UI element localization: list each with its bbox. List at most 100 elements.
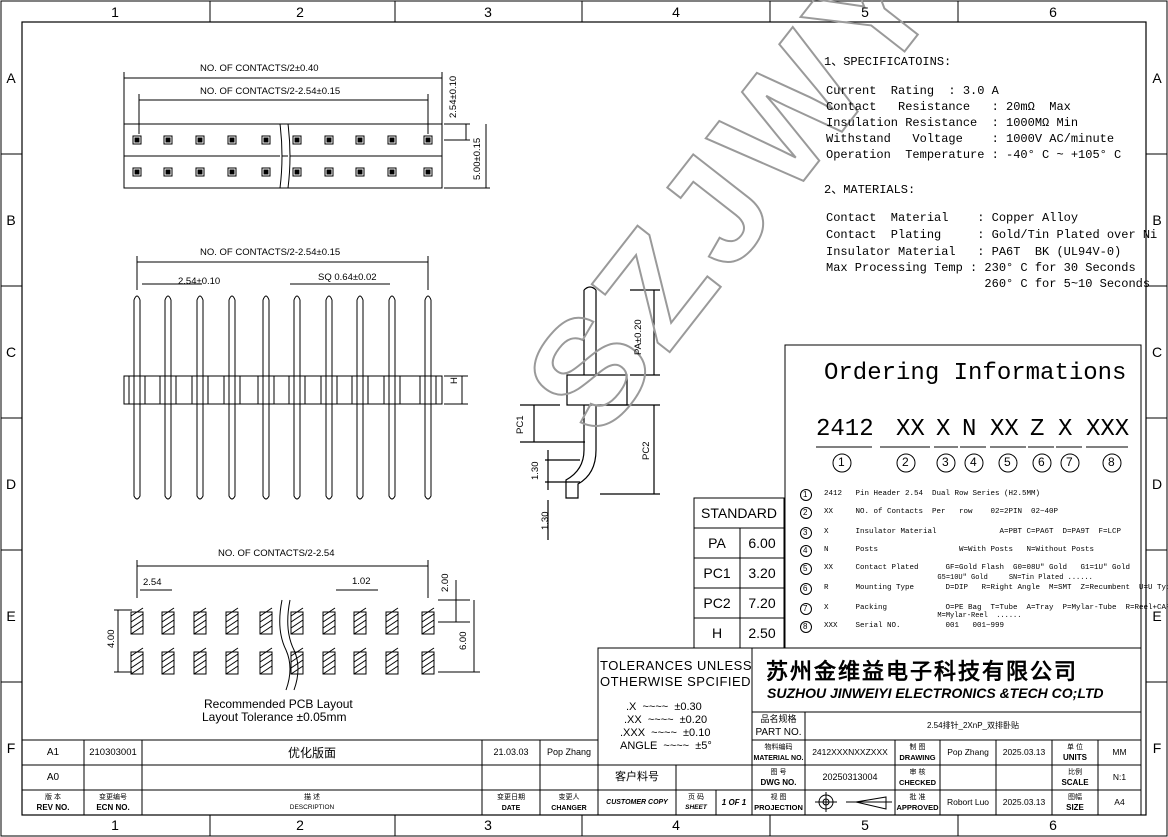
zone-col-top-6: 6 (1049, 4, 1057, 20)
pad-hatch (421, 625, 435, 635)
pcb-pad (161, 607, 175, 635)
rev-row-a1-ecn: 210303001 (89, 746, 137, 758)
zone-col-top-1: 1 (111, 4, 119, 20)
zone-row-left-c: C (5, 344, 17, 360)
pad-hatch (193, 659, 207, 669)
pad-hatch (161, 619, 175, 629)
top-pin (324, 135, 334, 145)
part-value: 2.54排针_2XnP_双排卧贴 (926, 721, 1020, 730)
dim-pcb-400: 4.00 (106, 629, 117, 649)
title-block-lines (597, 647, 1142, 816)
code-circle (896, 453, 916, 473)
pad-hatch (259, 625, 273, 635)
pad-hatch (385, 665, 399, 675)
pad-hatch (322, 659, 336, 669)
top-pin (261, 167, 271, 177)
front-pin (133, 295, 141, 500)
dim-contacts-top: NO. OF CONTACTS/2±0.40 (200, 63, 319, 74)
zone-col-top-3: 3 (484, 4, 492, 20)
zone-row-left-a: A (6, 70, 16, 86)
code-circle-number: 2 (902, 455, 909, 469)
top-pin-core (389, 169, 395, 175)
pad-hatch (353, 607, 367, 617)
order-code-part: X (936, 416, 951, 443)
rev-row-a1-desc: 优化版面 (287, 745, 336, 760)
legend-line: N Posts W=With Posts N=Without Posts (824, 546, 1095, 554)
legend-circle-number: 2 (803, 508, 808, 517)
standard-name: H (711, 625, 723, 641)
zone-row-right-a: A (1152, 70, 1162, 86)
pad-hatch (130, 647, 144, 657)
pcb-pad (259, 647, 273, 675)
pcb-caption-1: Recommended PCB Layout (204, 697, 353, 711)
pad-hatch (161, 613, 175, 623)
top-pin (387, 167, 397, 177)
break-mark (279, 123, 283, 189)
scale-label-en: SCALE (1061, 778, 1089, 787)
tolerances-title-2: OTHERWISE SPCIFIED (600, 674, 752, 689)
dim-pitch: 2.54±0.10 (178, 276, 221, 287)
zone-row-right-e: E (1152, 608, 1162, 624)
spec-line: Insulation Resistance : 1000MΩ Min (826, 116, 1079, 130)
top-pin-core (229, 169, 235, 175)
dim-pcb-600: 6.00 (458, 631, 469, 651)
zone-row-left-f: F (6, 740, 16, 756)
drawing-label-en: DRAWING (899, 753, 936, 763)
pcb-pad (193, 647, 207, 675)
zone-row-right-f: F (1152, 740, 1162, 756)
tolerances-title-1: TOLERANCES UNLESS (600, 658, 753, 673)
front-pin (293, 295, 301, 500)
top-pin-core (389, 137, 395, 143)
legend-circle (800, 583, 812, 595)
pad-hatch (322, 607, 336, 617)
pcb-pad (161, 647, 175, 675)
top-pin-core (425, 137, 431, 143)
pcb-pad (225, 647, 239, 675)
top-pin (423, 167, 433, 177)
dim-pa: PA±0.20 (633, 319, 644, 355)
zone-col-bottom-2: 2 (296, 817, 304, 833)
zone-col-top-5: 5 (861, 4, 869, 20)
pcb-pad (225, 607, 239, 635)
pad-hatch (322, 653, 336, 663)
size-value: A4 (1114, 797, 1125, 808)
pad-hatch (193, 625, 207, 635)
pad-hatch (161, 607, 175, 617)
top-pin-core (263, 137, 269, 143)
pad-hatch (353, 625, 367, 635)
code-circle-number: 3 (942, 455, 949, 469)
spec-line: Current Rating : 3.0 A (826, 84, 999, 98)
pcb-pad (290, 647, 304, 675)
top-pin-core (425, 169, 431, 175)
pcb-pad (130, 647, 144, 675)
zone-row-right-b: B (1152, 212, 1162, 228)
pad-hatch (322, 665, 336, 675)
tolerance-line: .X ~~~~ ±0.30 (626, 701, 702, 713)
code-circle (1102, 453, 1122, 473)
legend-circle (800, 507, 812, 519)
legend-circle (800, 603, 812, 615)
pad-hatch (259, 659, 273, 669)
standard-value: 3.20 (748, 565, 776, 581)
material-value: 2412XXXNXXZXXX (812, 747, 888, 758)
dwg-label-cn: 图 号 (770, 768, 787, 776)
projection-label-en: PROJECTION (754, 803, 803, 813)
zone-col-top-2: 2 (296, 4, 304, 20)
pad-hatch (353, 647, 367, 657)
pad-hatch (193, 653, 207, 663)
checked-label-cn: 审 核 (909, 768, 926, 776)
pad-hatch (225, 647, 239, 657)
pad-hatch (225, 653, 239, 663)
pcb-pad (353, 607, 367, 635)
company-name-cn: 苏州金维益电子科技有限公司 (766, 659, 1079, 684)
top-pin-core (294, 169, 300, 175)
pad-hatch (322, 625, 336, 635)
pad-hatch (259, 613, 273, 623)
legend-circle (800, 489, 812, 501)
dim-254-right: 2.54±0.10 (448, 75, 459, 118)
top-pin (423, 135, 433, 145)
standard-name: PA (708, 535, 726, 551)
legend-line: 2412 Pin Header 2.54 Dual Row Series (H2… (824, 490, 1041, 498)
legend-circle-number: 8 (803, 622, 808, 631)
material-line: Max Processing Temp : 230° C for 30 Seco… (826, 261, 1136, 275)
